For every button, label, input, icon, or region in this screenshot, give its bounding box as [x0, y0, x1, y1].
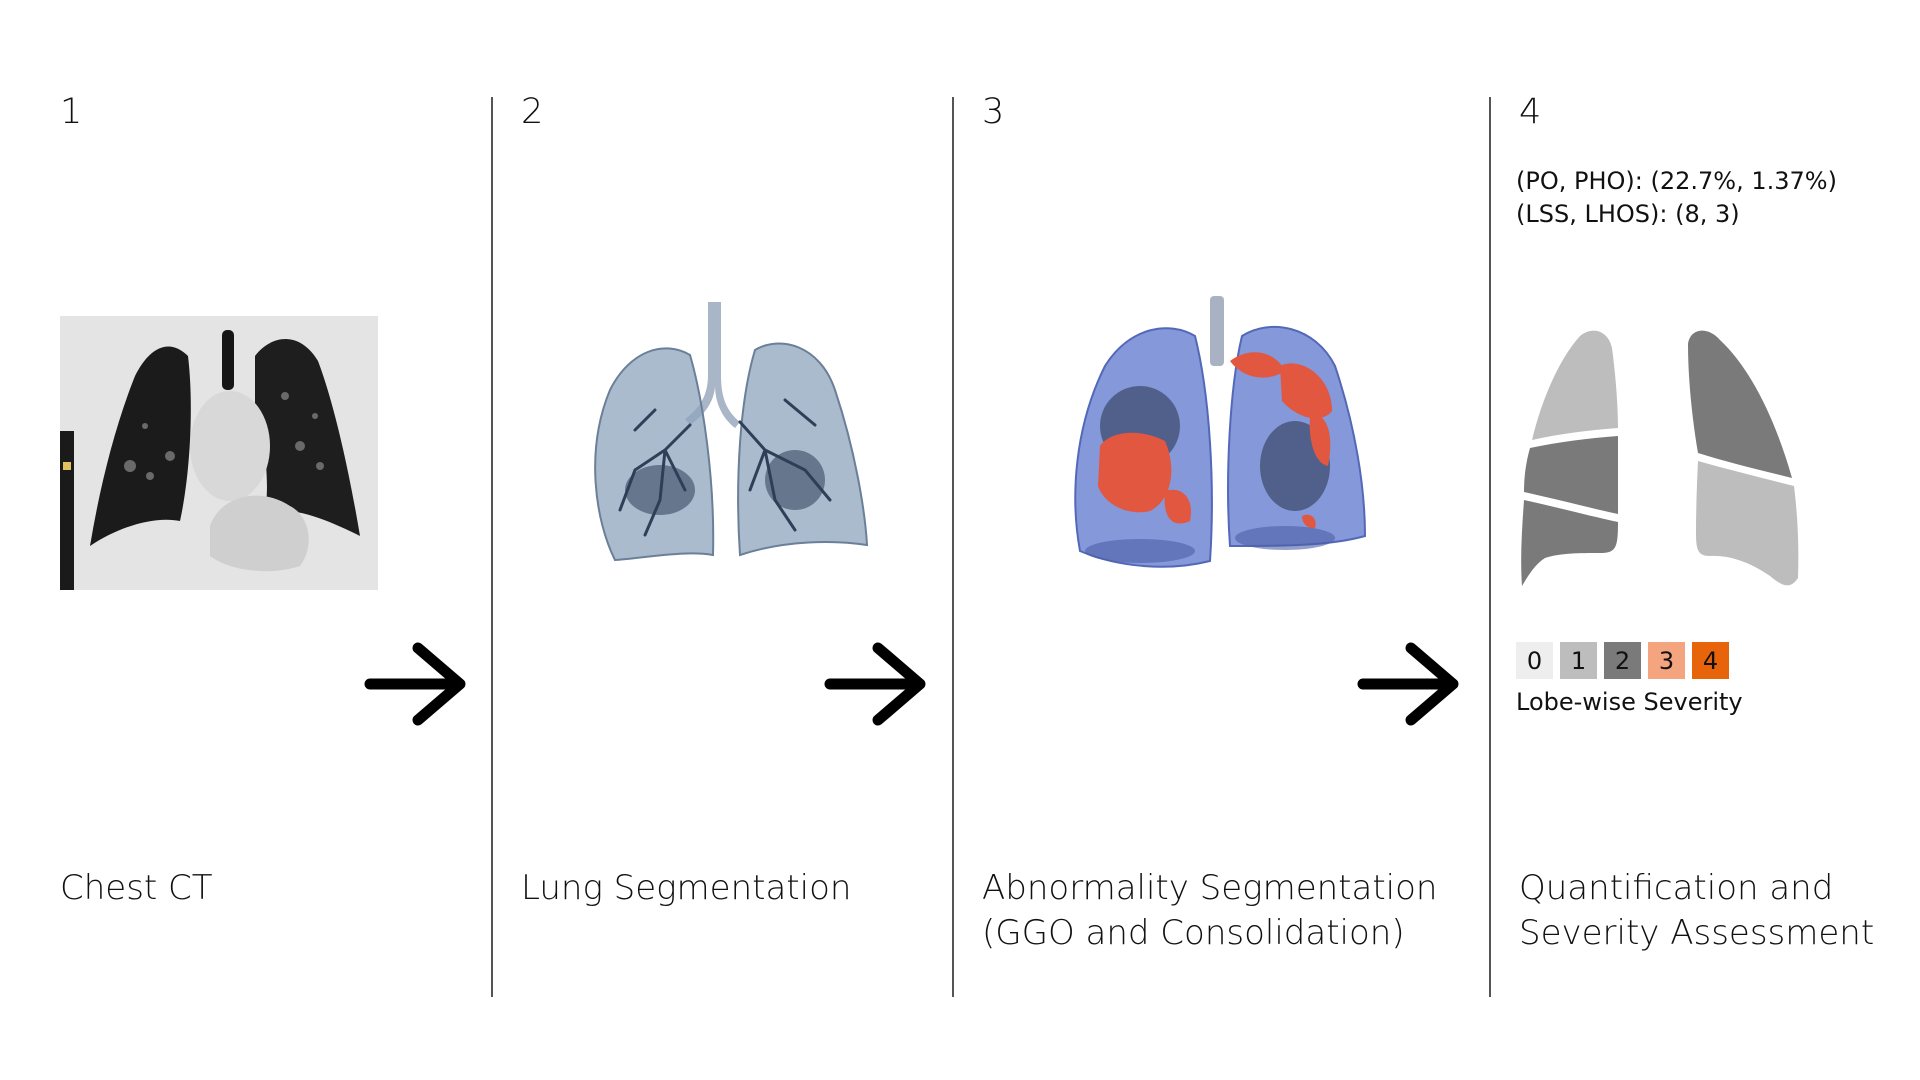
arrow-right-icon — [364, 642, 466, 726]
severity-swatch-4: 4 — [1692, 642, 1729, 679]
severity-swatch-1: 1 — [1560, 642, 1597, 679]
step-1-caption: Chest CT — [60, 866, 213, 911]
divider-3 — [1489, 97, 1491, 997]
arrow-right-icon — [824, 642, 926, 726]
lobe-severity-diagram — [1521, 330, 1799, 586]
step-4-number: 4 — [1519, 92, 1542, 132]
lss-lhos-text: (LSS, LHOS): (8, 3) — [1516, 200, 1740, 228]
severity-swatch-3: 3 — [1648, 642, 1685, 679]
left-upper-lobe — [1688, 330, 1792, 478]
right-middle-lobe — [1524, 436, 1618, 514]
arrow-right-icon — [1357, 642, 1459, 726]
step-3-number: 3 — [982, 92, 1005, 132]
right-lower-lobe — [1521, 500, 1618, 586]
severity-legend: 0 1 2 3 4 — [1516, 642, 1729, 679]
divider-1 — [491, 97, 493, 997]
right-upper-lobe — [1532, 330, 1618, 440]
step-2-caption-line: Lung Segmentation — [521, 868, 852, 908]
severity-legend-label: Lobe-wise Severity — [1516, 688, 1743, 716]
step-2-number: 2 — [521, 92, 544, 132]
step-3-caption-line-1: Abnormality Segmentation — [982, 868, 1438, 908]
abnormality-segmentation-image — [1074, 296, 1367, 568]
step-3-caption: Abnormality Segmentation (GGO and Consol… — [982, 866, 1437, 956]
quantification-stats: (PO, PHO): (22.7%, 1.37%) (LSS, LHOS): (… — [1516, 165, 1837, 231]
step-3-caption-line-2: (GGO and Consolidation) — [982, 913, 1405, 953]
step-1-number: 1 — [60, 92, 83, 132]
chest-ct-image — [60, 316, 378, 590]
step-4-caption-line-2: Severity Assessment — [1519, 913, 1875, 953]
step-4-caption: Quantification and Severity Assessment — [1519, 866, 1874, 956]
severity-swatch-0: 0 — [1516, 642, 1553, 679]
divider-2 — [952, 97, 954, 997]
left-lower-lobe — [1696, 461, 1799, 586]
lung-segmentation-image — [594, 302, 869, 562]
po-pho-text: (PO, PHO): (22.7%, 1.37%) — [1516, 167, 1837, 195]
step-4-caption-line-1: Quantification and — [1519, 868, 1834, 908]
step-1-caption-line: Chest CT — [60, 868, 213, 908]
severity-swatch-2: 2 — [1604, 642, 1641, 679]
step-2-caption: Lung Segmentation — [521, 866, 851, 911]
